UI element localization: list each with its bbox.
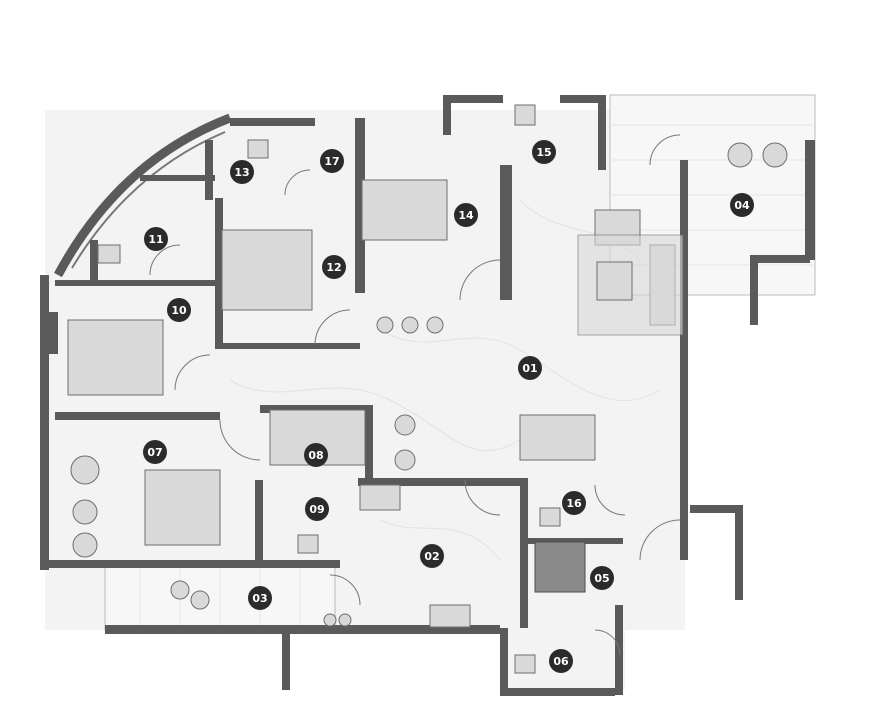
wc-09 [297, 534, 319, 554]
room-label-06: 06 [549, 649, 573, 673]
side-table [72, 499, 98, 525]
utility-fixture-1 [170, 580, 190, 600]
room-labels: 01 02 03 04 05 06 07 08 09 10 11 12 13 1… [143, 140, 754, 673]
walls [40, 95, 815, 696]
coffee-table [596, 261, 633, 301]
wc-06 [514, 654, 536, 674]
furniture [67, 104, 788, 674]
wc-15 [514, 104, 536, 126]
room-label-09: 09 [305, 497, 329, 521]
deck-chair-2 [762, 142, 788, 168]
dining-table [519, 414, 596, 461]
armchair-2 [72, 532, 98, 558]
bed-room-07 [144, 469, 221, 546]
doors [149, 134, 681, 656]
svg-text:15: 15 [536, 146, 551, 159]
room-label-05: 05 [590, 566, 614, 590]
stool-4 [394, 414, 416, 436]
utility-fixture-3 [323, 613, 337, 627]
room-label-08: 08 [304, 443, 328, 467]
room-label-01: 01 [518, 356, 542, 380]
cooktop [429, 604, 471, 628]
svg-text:03: 03 [252, 592, 267, 605]
bed-room-14 [361, 179, 448, 241]
wc-16 [539, 507, 561, 527]
room-label-07: 07 [143, 440, 167, 464]
svg-text:16: 16 [566, 497, 582, 510]
svg-text:13: 13 [234, 166, 249, 179]
bed-room-12 [221, 229, 313, 311]
room-label-02: 02 [420, 544, 444, 568]
utility-fixture-2 [190, 590, 210, 610]
desk-room-05 [534, 541, 586, 593]
wc-11 [97, 244, 121, 264]
room-label-03: 03 [248, 586, 272, 610]
svg-text:17: 17 [324, 155, 339, 168]
room-label-04: 04 [730, 193, 754, 217]
svg-text:14: 14 [458, 209, 474, 222]
stool-1 [376, 316, 394, 334]
svg-text:08: 08 [308, 449, 323, 462]
utility-fixture-4 [338, 613, 352, 627]
svg-text:09: 09 [309, 503, 324, 516]
room-label-14: 14 [454, 203, 478, 227]
deck-chair-1 [727, 142, 753, 168]
room-label-15: 15 [532, 140, 556, 164]
svg-text:07: 07 [147, 446, 162, 459]
room-label-10: 10 [167, 298, 191, 322]
stool-5 [394, 449, 416, 471]
stool-3 [426, 316, 444, 334]
svg-text:12: 12 [326, 261, 341, 274]
room-label-13: 13 [230, 160, 254, 184]
svg-text:11: 11 [148, 233, 163, 246]
room-label-16: 16 [562, 491, 586, 515]
svg-text:04: 04 [734, 199, 750, 212]
room-label-11: 11 [144, 227, 168, 251]
svg-text:02: 02 [424, 550, 439, 563]
room-label-12: 12 [322, 255, 346, 279]
room-label-17: 17 [320, 149, 344, 173]
stool-2 [401, 316, 419, 334]
armchair-1 [70, 455, 100, 485]
svg-text:06: 06 [553, 655, 569, 668]
wc-13 [247, 139, 269, 159]
svg-text:05: 05 [594, 572, 609, 585]
bed-room-10 [67, 319, 164, 396]
kitchen-sink [359, 484, 401, 511]
svg-text:10: 10 [171, 304, 187, 317]
svg-text:01: 01 [522, 362, 537, 375]
